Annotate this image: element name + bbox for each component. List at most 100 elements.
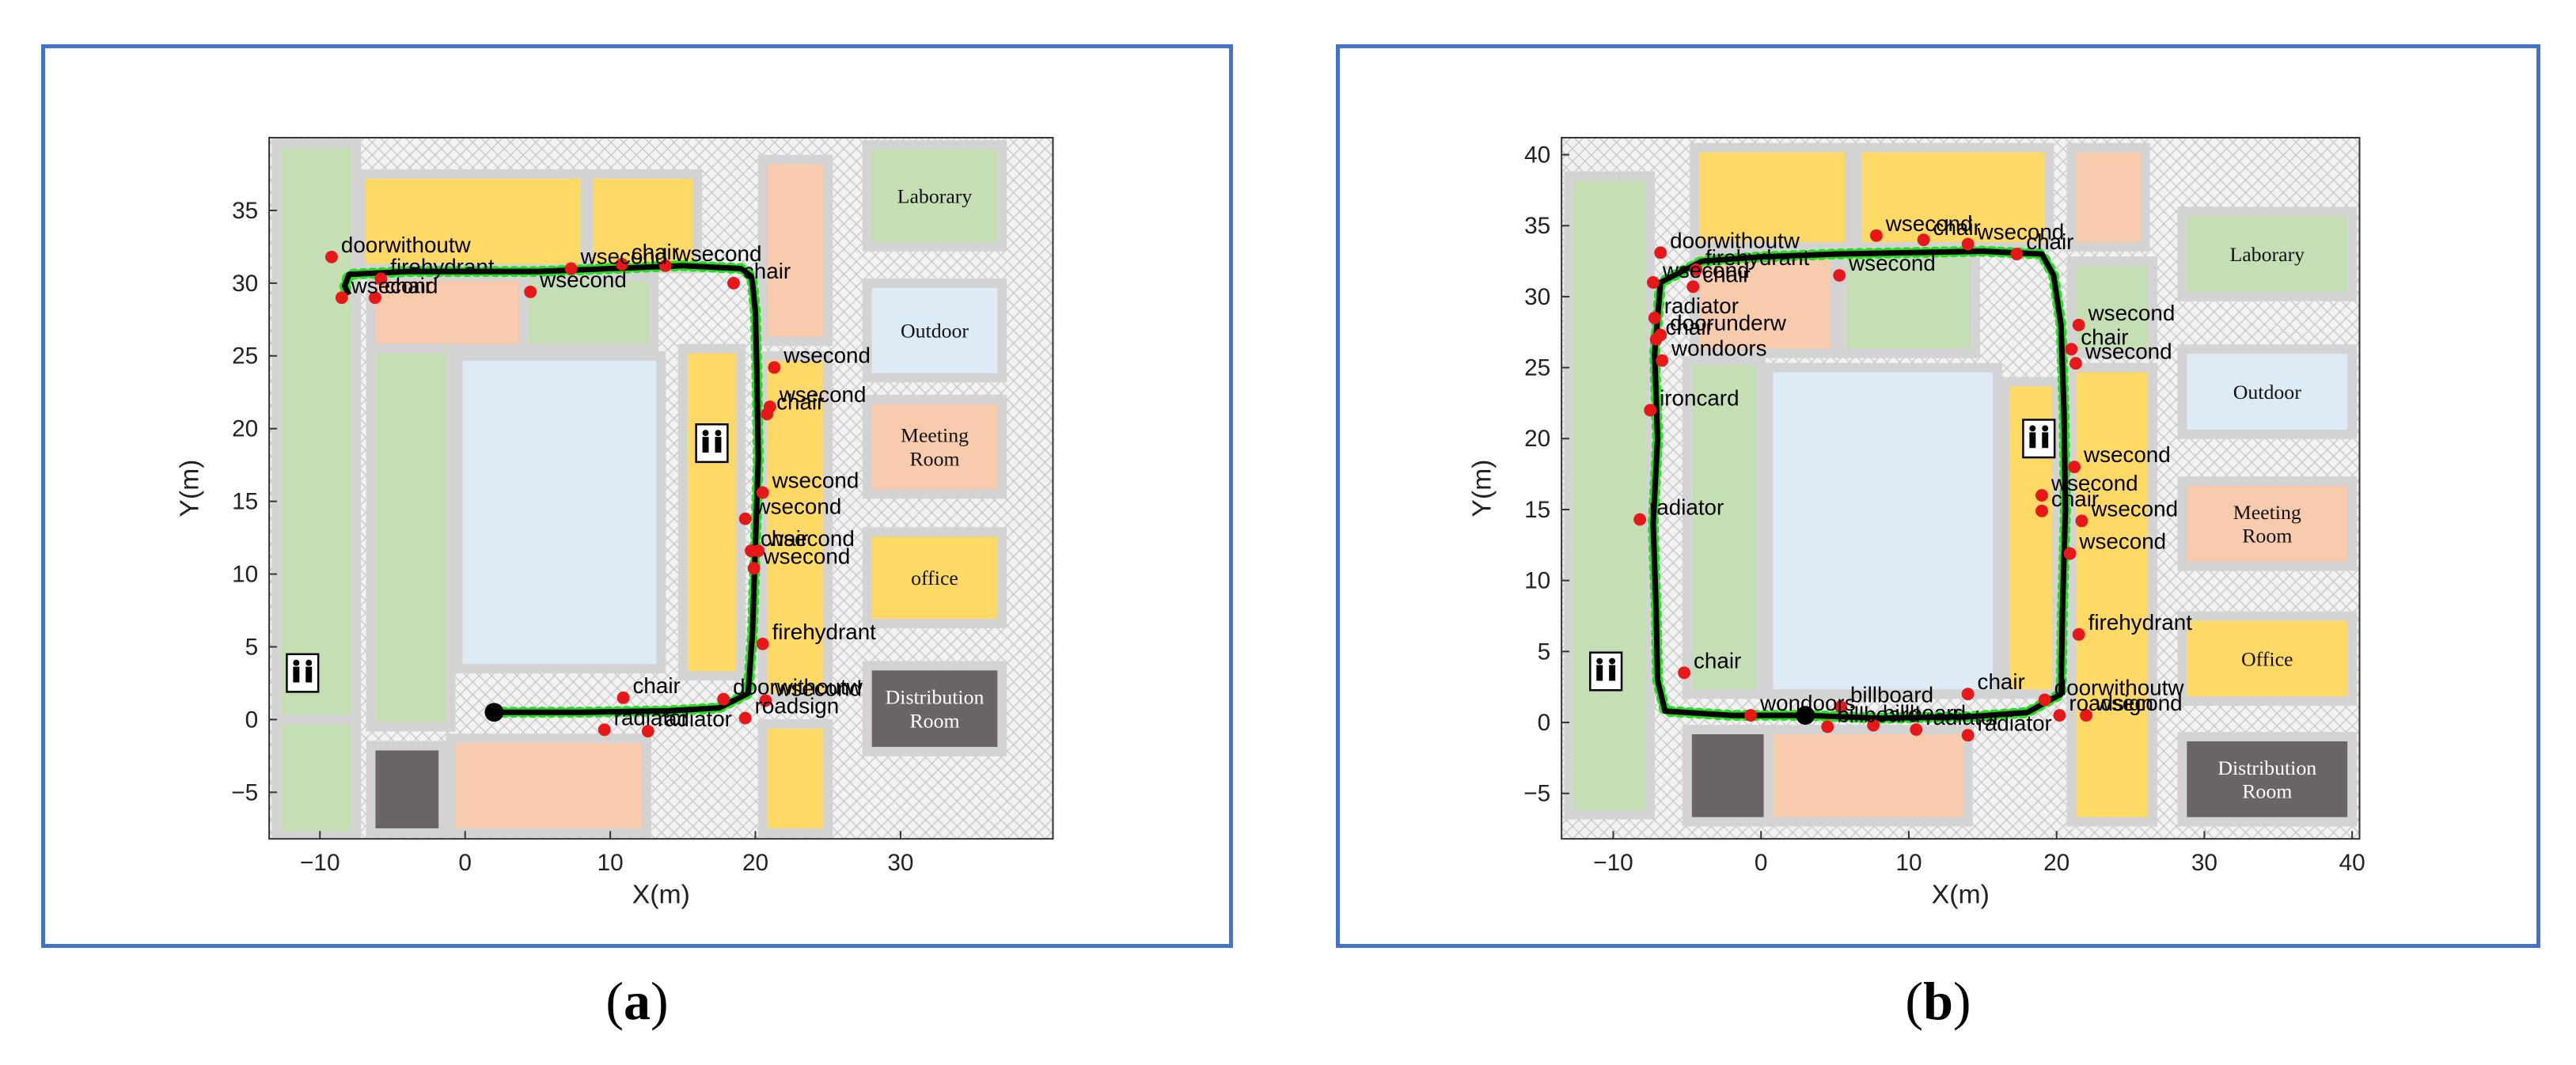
landmark-point-4 [1646, 276, 1660, 289]
x-tick-label-3: 20 [742, 850, 768, 876]
building-block [355, 169, 590, 274]
room-label-3: office [911, 567, 958, 589]
landmark-point-12 [1656, 354, 1669, 367]
restroom-icon [1589, 651, 1623, 692]
building-block [366, 343, 456, 732]
landmark-point-22 [641, 725, 654, 738]
landmark-point-13 [1644, 404, 1657, 417]
landmark-point-8 [369, 291, 381, 305]
landmark-label-3: doorwithoutw [1670, 228, 1800, 252]
building-block [1690, 249, 1840, 358]
x-tick-label-2: 10 [598, 850, 624, 876]
caption-a: (a) [605, 971, 669, 1031]
landmark-label-33: radiator [1978, 711, 2052, 735]
room-label-3: Office [2241, 647, 2293, 670]
landmark-label-13: ironcard [1660, 386, 1739, 411]
landmark-point-20 [2075, 514, 2088, 528]
landmark-point-11 [761, 407, 774, 421]
landmark-point-0 [1869, 229, 1883, 242]
landmark-point-0 [325, 250, 338, 263]
landmark-point-31 [1867, 718, 1880, 732]
landmark-point-30 [1821, 720, 1834, 733]
landmark-point-22 [2063, 547, 2077, 560]
landmark-point-7 [1833, 269, 1846, 282]
caption-a-letter: a [624, 971, 651, 1031]
building-block [446, 733, 651, 838]
y-tick-label-4: 15 [1524, 497, 1550, 523]
y-tick-label-6: 25 [232, 343, 258, 370]
landmark-label-25: chair [1978, 669, 2025, 694]
landmark-label-12: wondoors [1671, 336, 1767, 361]
landmark-label-10: doorunderw [1670, 310, 1787, 335]
landmark-label-2: wsecond [1977, 220, 2065, 244]
landmark-point-7 [335, 291, 348, 305]
landmark-label-34: roadsign [2069, 691, 2153, 715]
landmark-point-26 [1744, 709, 1758, 722]
landmark-label-31: billboard [1883, 701, 1966, 726]
y-tick-label-6: 25 [1524, 355, 1550, 381]
landmark-label-0: wsecond [1885, 211, 1973, 236]
y-tick-label-0: −5 [1523, 781, 1550, 807]
building-block [1682, 355, 1766, 699]
building-block [757, 718, 833, 838]
landmark-label-5: wsecond [539, 267, 627, 292]
landmark-point-14 [2072, 318, 2085, 332]
landmark-point-16 [2070, 357, 2082, 370]
landmark-label-9: radiator [1664, 294, 1739, 318]
building-block [453, 351, 666, 674]
building-block [1763, 362, 2002, 699]
start-point [1796, 706, 1815, 726]
landmark-point-19 [2035, 489, 2048, 502]
room-1 [862, 278, 1007, 383]
room-label-0: Laborary [897, 184, 973, 207]
landmark-label-3: wsecond [674, 241, 762, 266]
landmark-point-2 [615, 258, 628, 271]
landmark-point-20 [759, 694, 772, 707]
landmark-label-21: chair [2051, 487, 2099, 511]
y-tick-label-3: 10 [232, 562, 258, 588]
x-tick-label-0: −10 [300, 850, 340, 876]
restroom-icon [2022, 419, 2056, 459]
trajectory-line [1650, 248, 2069, 722]
landmark-point-1 [1917, 233, 1930, 247]
landmark-point-1 [564, 262, 578, 275]
landmark-point-3 [1654, 246, 1667, 260]
x-tick-label-5: 40 [2339, 850, 2365, 876]
y-tick-label-2: 5 [245, 634, 259, 660]
landmark-point-12 [756, 486, 769, 499]
landmark-label-2: chair [632, 240, 679, 264]
landmark-point-9 [768, 361, 781, 374]
building-block [757, 154, 833, 347]
restroom-icon [695, 423, 729, 464]
x-tick-label-3: 20 [2043, 850, 2070, 876]
landmark-label-23: roadsign [755, 694, 840, 718]
landmark-point-34 [2053, 709, 2066, 722]
y-tick-label-7: 30 [232, 271, 258, 297]
landmark-point-13 [738, 512, 752, 525]
y-tick-label-1: 0 [245, 707, 259, 733]
building-block [518, 271, 659, 354]
room-2 [862, 394, 1007, 499]
landmark-label-17: wsecond [2083, 442, 2171, 467]
y-tick-label-5: 20 [1524, 426, 1550, 452]
y-tick-label-0: −5 [231, 779, 258, 805]
y-tick-label-1: 0 [1538, 710, 1551, 736]
building-block [366, 741, 449, 838]
landmark-label-0: doorwithoutw [341, 233, 472, 257]
landmark-point-9 [1648, 311, 1661, 324]
room-0 [862, 140, 1007, 252]
landmark-label-30: billboard [1837, 703, 1920, 727]
landmark-point-18 [616, 691, 630, 704]
landmark-point-24 [1678, 666, 1691, 680]
building-block [757, 351, 833, 703]
landmark-label-8: chair [2026, 229, 2073, 254]
axes-frame [1561, 137, 2361, 840]
landmark-point-4 [374, 272, 388, 286]
landmark-label-15: wsecond [767, 526, 855, 551]
